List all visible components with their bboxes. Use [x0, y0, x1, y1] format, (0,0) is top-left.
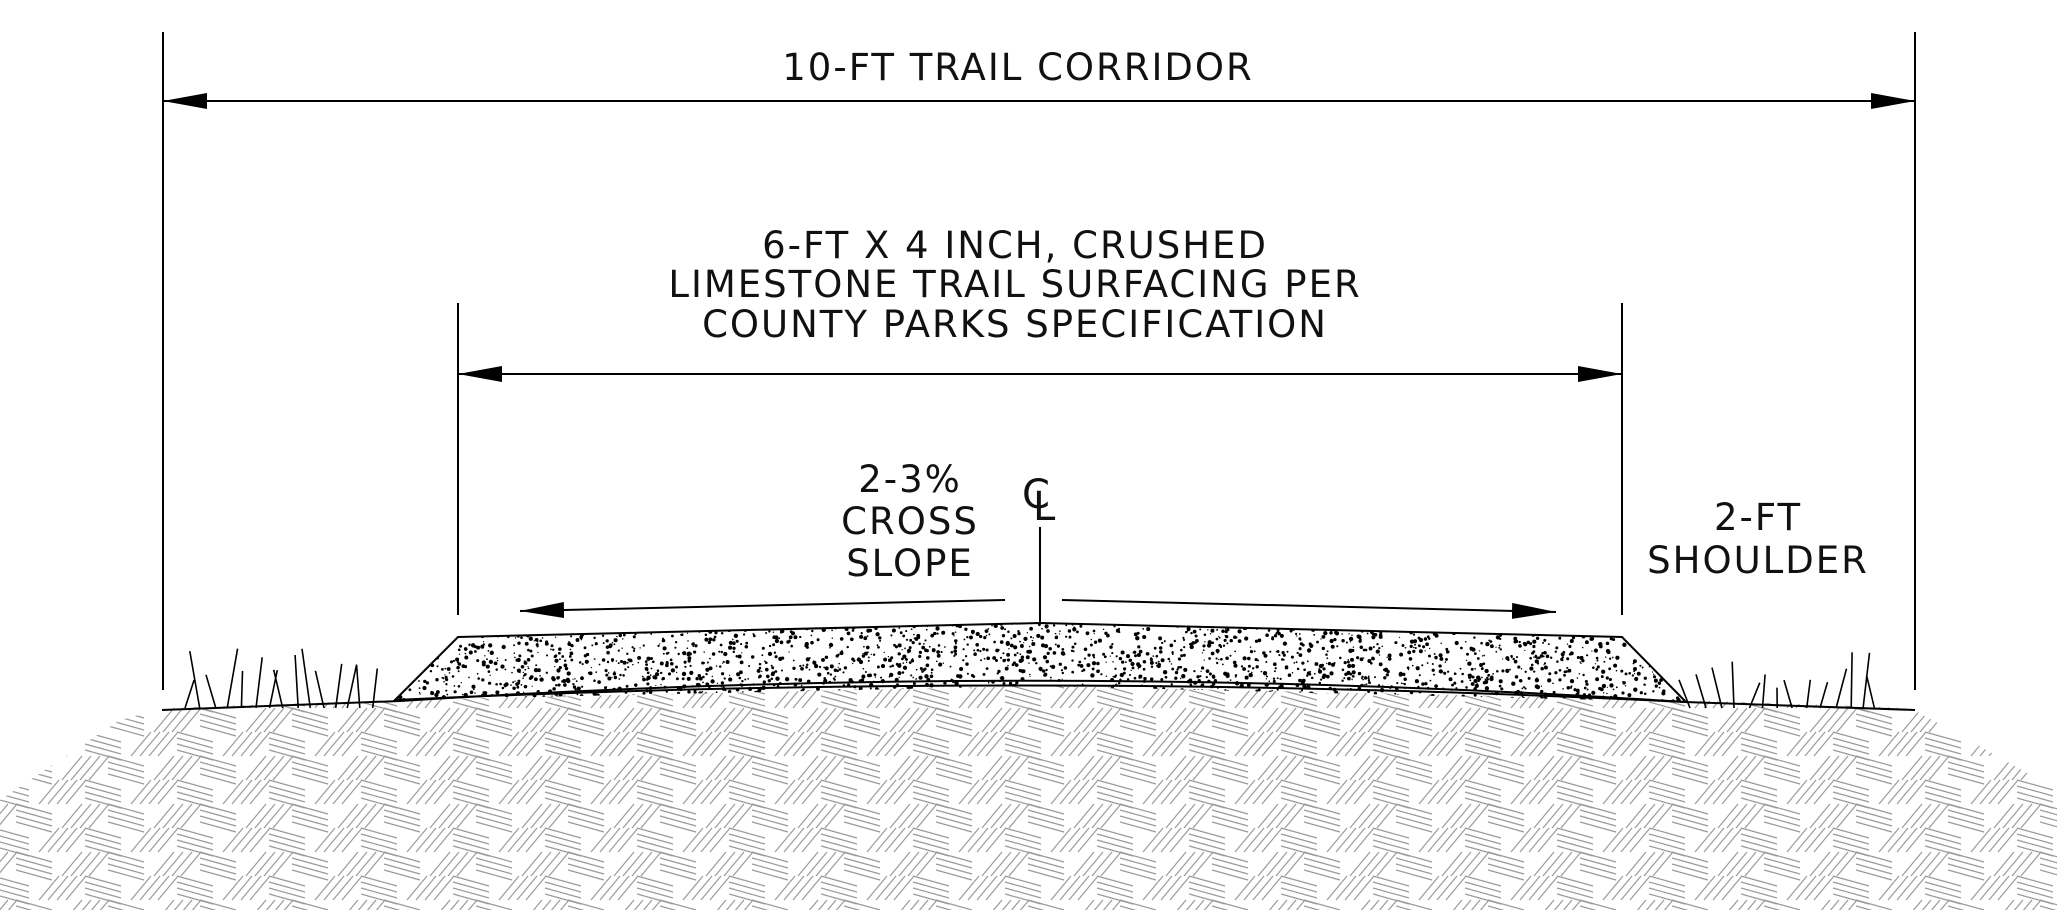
slope-label-line-2: CROSS	[841, 500, 979, 543]
grass-right	[1678, 652, 1876, 709]
surface-label-line-1: 6-FT X 4 INCH, CRUSHED	[762, 224, 1268, 267]
surface-label-line-2: LIMESTONE TRAIL SURFACING PER	[668, 263, 1361, 306]
slope-label-line-3: SLOPE	[846, 542, 974, 585]
corridor-dimension: 10-FT TRAIL CORRIDOR	[162, 32, 1916, 690]
cross-slope-arrows: 2-3% CROSS SLOPE	[519, 458, 1557, 619]
shoulder-label: 2-FT SHOULDER	[1647, 496, 1869, 582]
shoulder-label-line-1: 2-FT	[1714, 496, 1802, 539]
gravel-surface	[392, 621, 1689, 704]
slope-label-line-1: 2-3%	[858, 458, 962, 501]
centerline-symbol-c: C	[1022, 472, 1052, 518]
surface-label-line-3: COUNTY PARKS SPECIFICATION	[702, 303, 1328, 346]
corridor-label: 10-FT TRAIL CORRIDOR	[782, 46, 1253, 89]
grass-left	[184, 648, 379, 709]
surfacing-dimension: 6-FT X 4 INCH, CRUSHED LIMESTONE TRAIL S…	[457, 224, 1623, 615]
ground-hatch	[0, 686, 2057, 910]
centerline-marker: C L	[1022, 472, 1057, 623]
centerline-symbol-l: L	[1033, 484, 1057, 530]
shoulder-label-line-2: SHOULDER	[1647, 539, 1869, 582]
